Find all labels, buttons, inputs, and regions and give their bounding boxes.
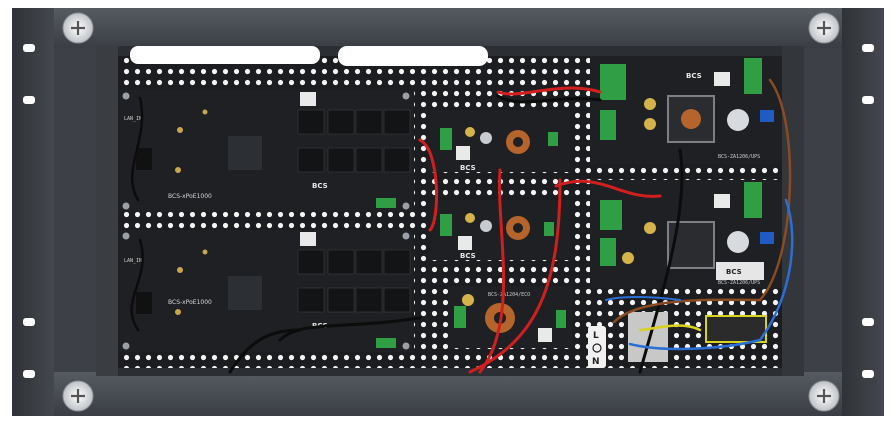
poe-board-2: LAN_IN BCS-xPoE1000 BCS bbox=[118, 230, 414, 352]
ups-module-bottom: BCS BCS-ZA1206/UPS bbox=[590, 180, 782, 288]
screw-bottom-right bbox=[808, 380, 840, 412]
poe-board-1: LAN_IN BCS-xPoE1000 BCS bbox=[118, 90, 414, 212]
ups-module-top: BCS BCS-ZA1206/UPS bbox=[590, 56, 782, 164]
screw-top-left bbox=[62, 12, 94, 44]
screw-bottom-left bbox=[62, 380, 94, 412]
ups-model-label-1: BCS-ZA1206/UPS bbox=[718, 154, 760, 160]
bcs-logo-3: BCS bbox=[460, 164, 476, 172]
lan-port-label-2: LAN_IN bbox=[124, 258, 142, 264]
ups-model-label-2: BCS-ZA1206/UPS bbox=[718, 280, 760, 286]
eco-module: BCS-ZA1204/ECO bbox=[448, 286, 572, 348]
mains-terminal: L N bbox=[588, 312, 767, 368]
poe-board-label-2: BCS-xPoE1000 bbox=[168, 299, 212, 306]
bcs-logo-5: BCS bbox=[686, 72, 702, 80]
lan-port-label-1: LAN_IN bbox=[124, 116, 142, 122]
terminal-l-label: L bbox=[593, 331, 599, 341]
bcs-logo-6: BCS bbox=[726, 268, 742, 276]
poe-board-label-1: BCS-xPoE1000 bbox=[168, 193, 212, 200]
dc-converter-top: BCS bbox=[430, 110, 570, 172]
bcs-logo-4: BCS bbox=[460, 252, 476, 260]
corner-screws bbox=[62, 12, 840, 412]
wiring bbox=[130, 78, 794, 374]
screw-top-right bbox=[808, 12, 840, 44]
bcs-logo-1: BCS bbox=[312, 182, 328, 190]
terminal-n-label: N bbox=[592, 357, 600, 367]
eco-module-label: BCS-ZA1204/ECO bbox=[488, 292, 530, 298]
